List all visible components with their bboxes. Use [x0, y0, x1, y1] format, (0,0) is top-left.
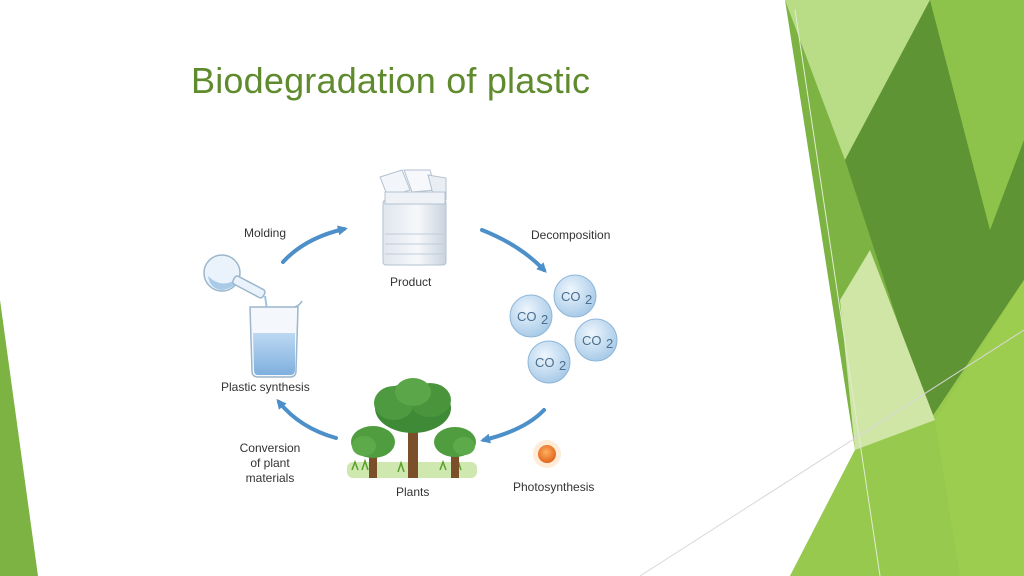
svg-text:2: 2 [541, 312, 548, 327]
label-plants: Plants [396, 485, 430, 499]
arrow-to-plants [480, 408, 546, 444]
arrow-plants-to-synthesis [276, 398, 338, 440]
co2-bubble: CO 2 [553, 274, 597, 318]
label-plastic-synthesis: Plastic synthesis [221, 380, 310, 394]
flask-icon [203, 254, 268, 327]
label-molding: Molding [244, 226, 287, 240]
sun-icon [533, 440, 561, 468]
arrow-product-to-decomposition [480, 228, 547, 273]
co2-bubble: CO 2 [527, 340, 571, 384]
product-icon [379, 169, 447, 266]
svg-text:CO: CO [582, 333, 602, 348]
slide-title: Biodegradation of plastic [191, 60, 591, 101]
label-decomposition: Decomposition [531, 228, 611, 242]
label-conversion-of-plant-materials: Conversion of plant materials [239, 441, 301, 485]
svg-text:2: 2 [559, 358, 566, 373]
svg-text:CO: CO [535, 355, 555, 370]
svg-text:2: 2 [585, 292, 592, 307]
co2-bubble: CO 2 [574, 318, 618, 362]
svg-text:2: 2 [606, 336, 613, 351]
beaker-icon [249, 300, 303, 378]
arrow-molding-to-product [281, 225, 348, 264]
label-product: Product [390, 275, 432, 289]
trees-icon [347, 378, 477, 478]
co2-bubble: CO 2 [509, 294, 553, 338]
svg-text:CO: CO [517, 309, 537, 324]
label-photosynthesis: Photosynthesis [513, 480, 595, 494]
svg-text:CO: CO [561, 289, 581, 304]
